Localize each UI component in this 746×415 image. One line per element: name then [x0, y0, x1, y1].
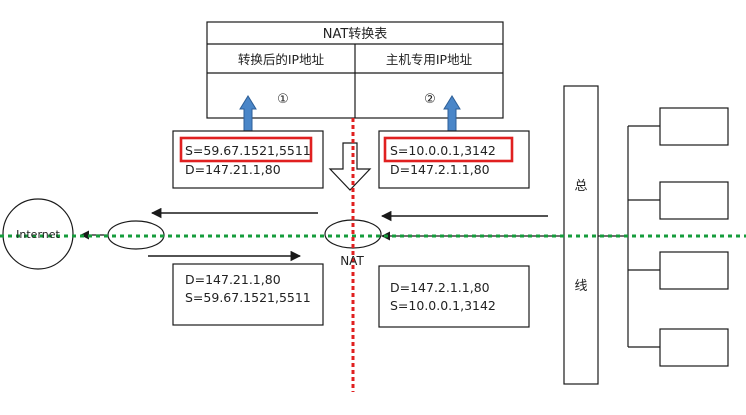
marker-1: ① [277, 92, 289, 107]
highlight-private-source [383, 136, 514, 163]
packet-out-before-dest: D=147.2.1.1,80 [390, 162, 490, 177]
host-4 [659, 328, 729, 367]
internet-node [2, 198, 74, 270]
nat-table: NAT转换表 转换后的IP地址 主机专用IP地址 ① ② [206, 21, 504, 119]
packet-box-out-after: S=59.67.1521,5511 D=147.21.1,80 [172, 130, 324, 189]
blue-up-arrow-left [239, 95, 257, 141]
nat-label: NAT [340, 254, 364, 268]
bus-label-2: 线 [574, 279, 587, 294]
packet-box-in-before: D=147.21.1,80 S=59.67.1521,5511 [172, 263, 324, 326]
packet-out-before-source: S=10.0.0.1,3142 [390, 143, 496, 158]
host-3 [659, 251, 729, 290]
highlight-translated-source [179, 136, 313, 163]
packet-out-after-dest: D=147.21.1,80 [185, 162, 281, 177]
host-1 [659, 107, 729, 146]
nat-table-title: NAT转换表 [323, 27, 388, 42]
packet-out-after-source: S=59.67.1521,5511 [185, 143, 311, 158]
packet-box-out-before: S=10.0.0.1,3142 D=147.2.1.1,80 [378, 130, 530, 189]
packet-in-after-dest: D=147.2.1.1,80 [390, 280, 490, 295]
host-2 [659, 181, 729, 220]
blue-up-arrow-right [443, 95, 461, 141]
hollow-down-arrow [328, 142, 372, 191]
packet-in-before-source: S=59.67.1521,5511 [185, 290, 311, 305]
marker-2: ② [424, 92, 436, 107]
packet-in-before-dest: D=147.21.1,80 [185, 272, 281, 287]
nat-table-col-translated: 转换后的IP地址 [238, 52, 325, 67]
packet-in-after-source: S=10.0.0.1,3142 [390, 298, 496, 313]
nat-table-col-private: 主机专用IP地址 [386, 52, 473, 67]
internet-label: Internet [16, 228, 60, 241]
bus-label-1: 总 [574, 179, 587, 194]
packet-box-in-after: D=147.2.1.1,80 S=10.0.0.1,3142 [378, 265, 530, 328]
